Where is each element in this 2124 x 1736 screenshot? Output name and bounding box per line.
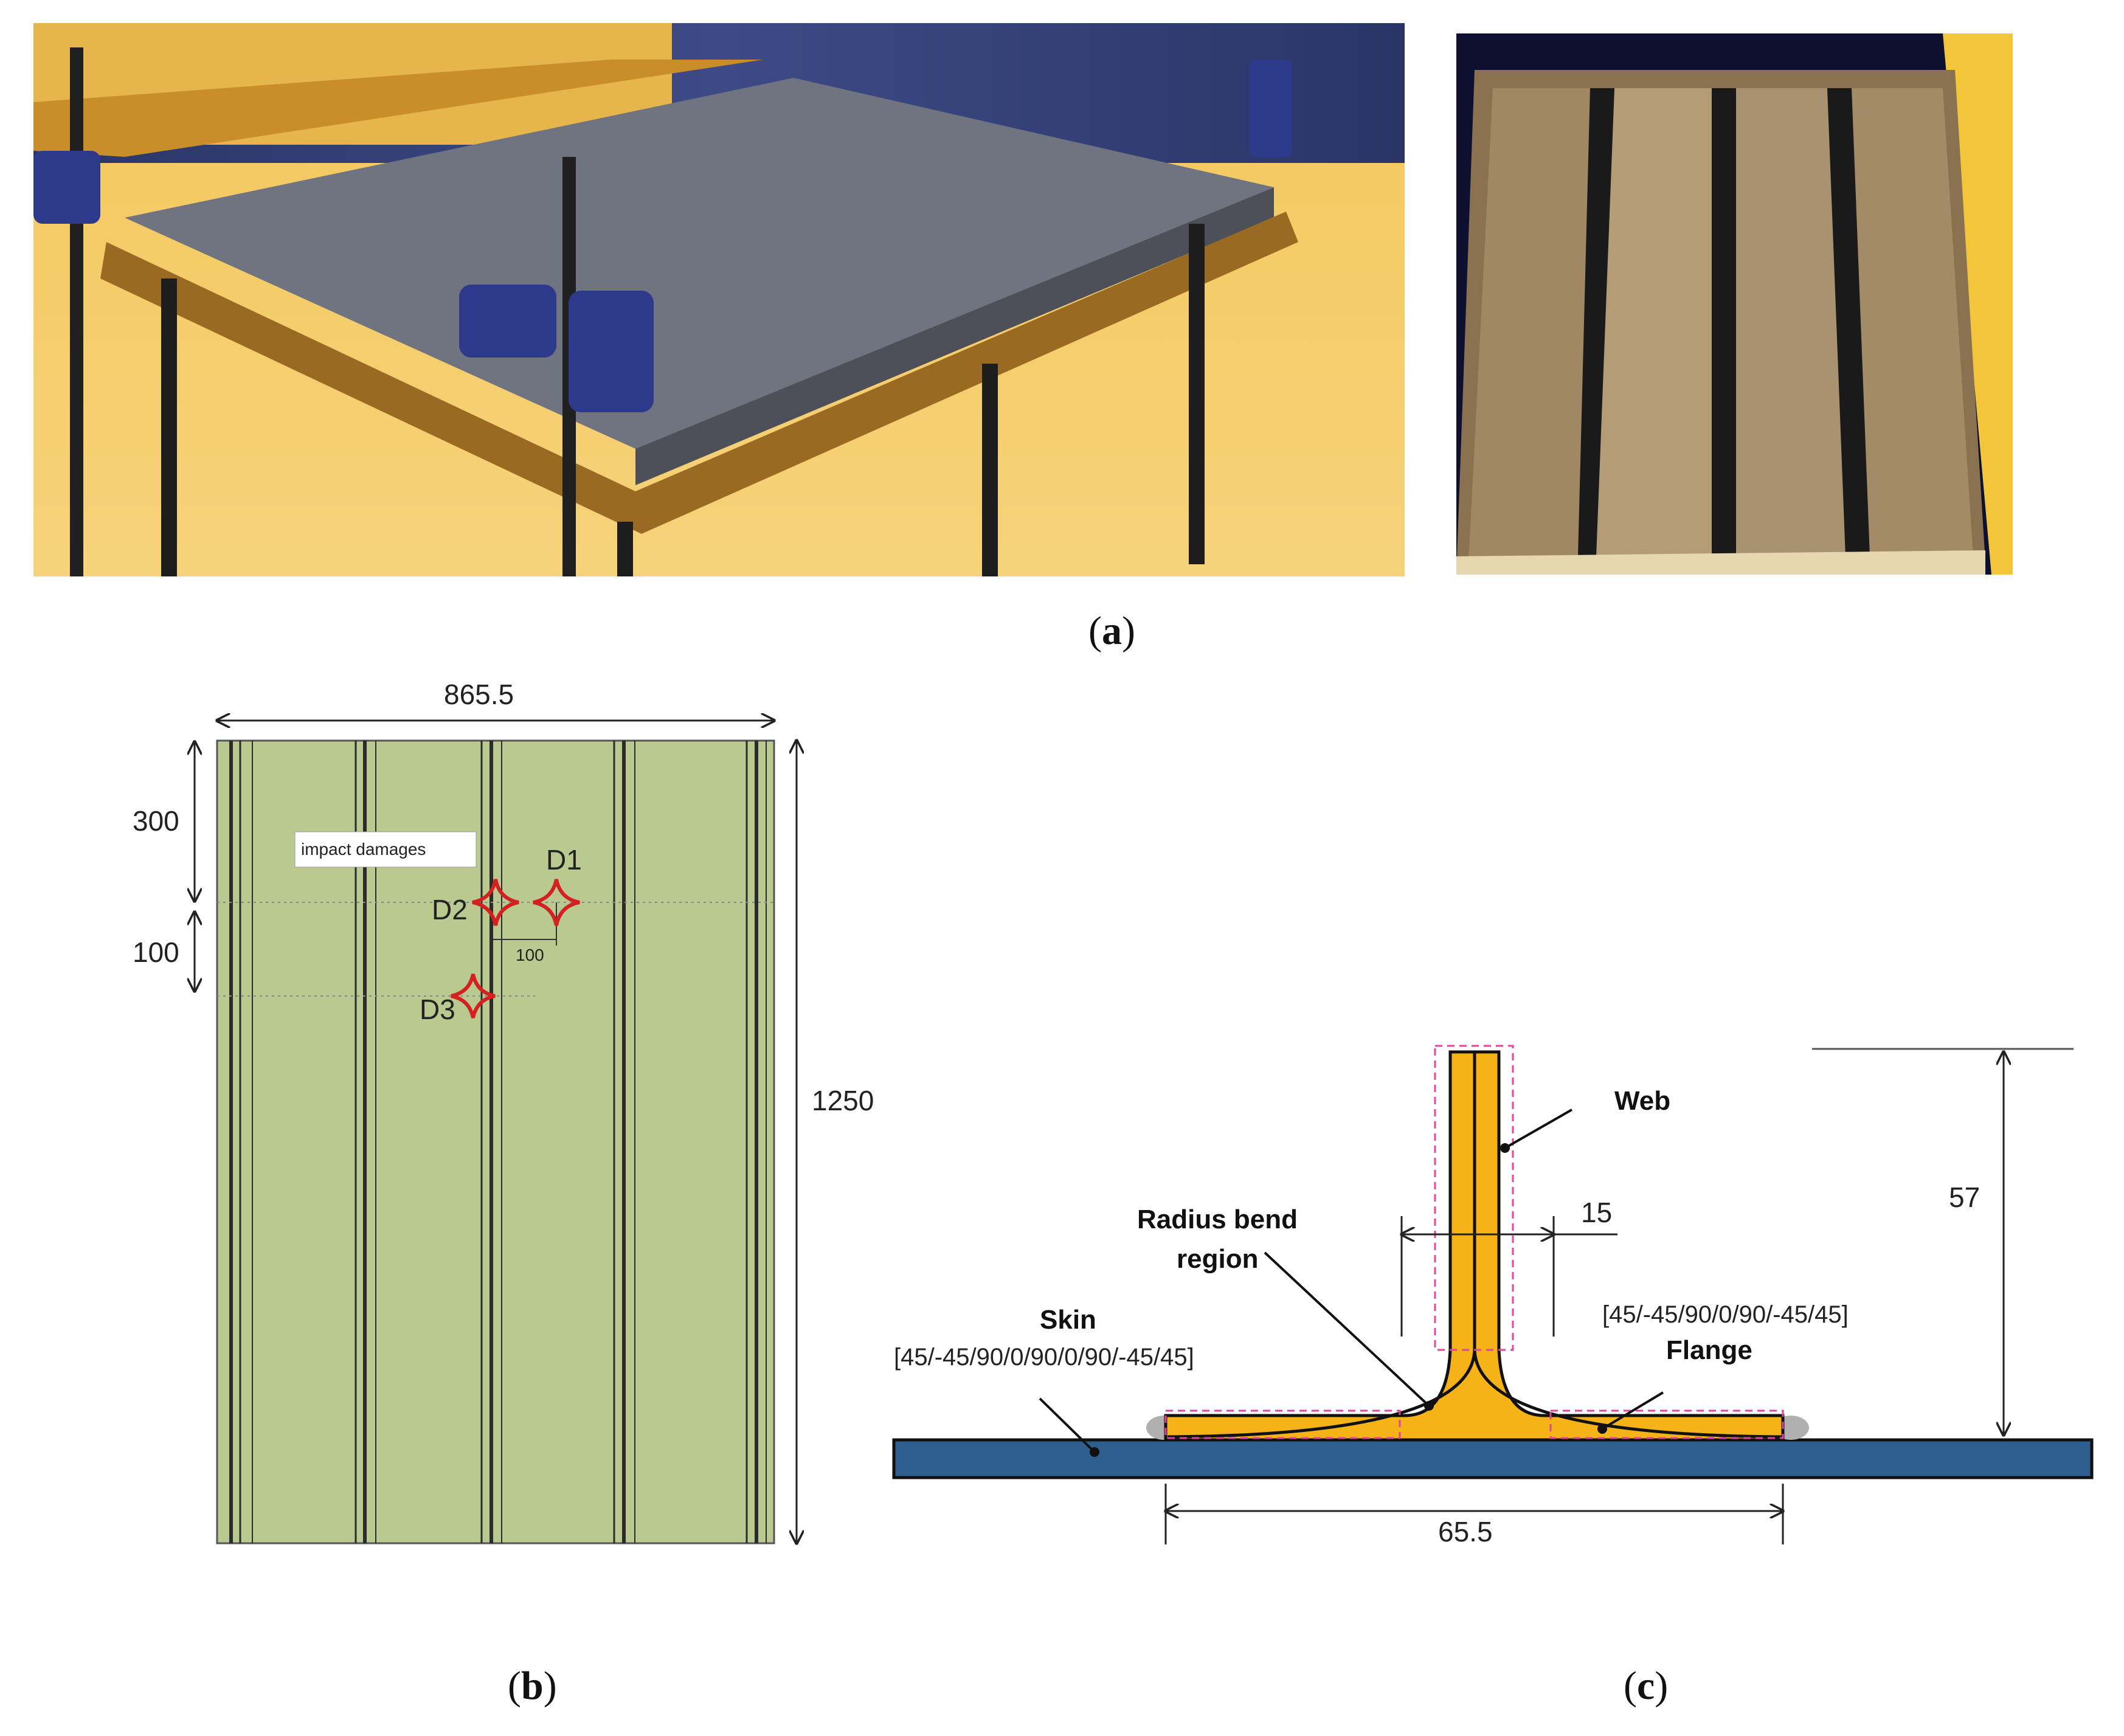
label-d3: D3 [420, 994, 455, 1025]
damage-marker-d2 [472, 879, 519, 926]
caption-b: (b) [508, 1664, 557, 1708]
dim-flange-width: 65.5 [1438, 1516, 1493, 1548]
skin-laminate [892, 1438, 2094, 1479]
label-region: region [1177, 1244, 1258, 1274]
dim-height: 57 [1949, 1181, 1980, 1213]
dim-top-offset: 300 [133, 805, 179, 837]
label-radius-bend: Radius bend [1137, 1205, 1298, 1234]
skin-layup: [45/-45/90/0/90/0/90/-45/45] [894, 1344, 1194, 1371]
dim-bend-width: 15 [1581, 1197, 1612, 1228]
label-d1: D1 [546, 844, 582, 876]
stringer-cross-section: 15 57 65.5 Web Radius bend region Skin [… [888, 1034, 2104, 1581]
panel-layout-diagram: 865.5 1250 300 100 100 impact damages D1… [109, 669, 900, 1569]
label-skin: Skin [1040, 1305, 1096, 1335]
stringer-lines [229, 741, 767, 1543]
photo-stiffened-panel [1456, 33, 2013, 575]
dim-width: 865.5 [444, 679, 514, 710]
flange-layup: [45/-45/90/0/90/-45/45] [1602, 1301, 1849, 1328]
damage-marker-d1 [533, 879, 580, 926]
label-flange: Flange [1666, 1335, 1752, 1365]
caption-a: (a) [1088, 609, 1135, 653]
damage-marker-d3 [451, 973, 496, 1018]
impact-damages-note: impact damages [301, 840, 426, 859]
caption-c: (c) [1624, 1664, 1669, 1708]
label-web: Web [1614, 1086, 1670, 1116]
dim-height: 1250 [812, 1085, 874, 1116]
dim-col-spacing: 100 [516, 946, 544, 964]
dim-row-spacing: 100 [133, 936, 179, 968]
photo-test-rig [33, 23, 1405, 576]
composite-panel [216, 739, 775, 1544]
label-d2: D2 [432, 894, 468, 925]
